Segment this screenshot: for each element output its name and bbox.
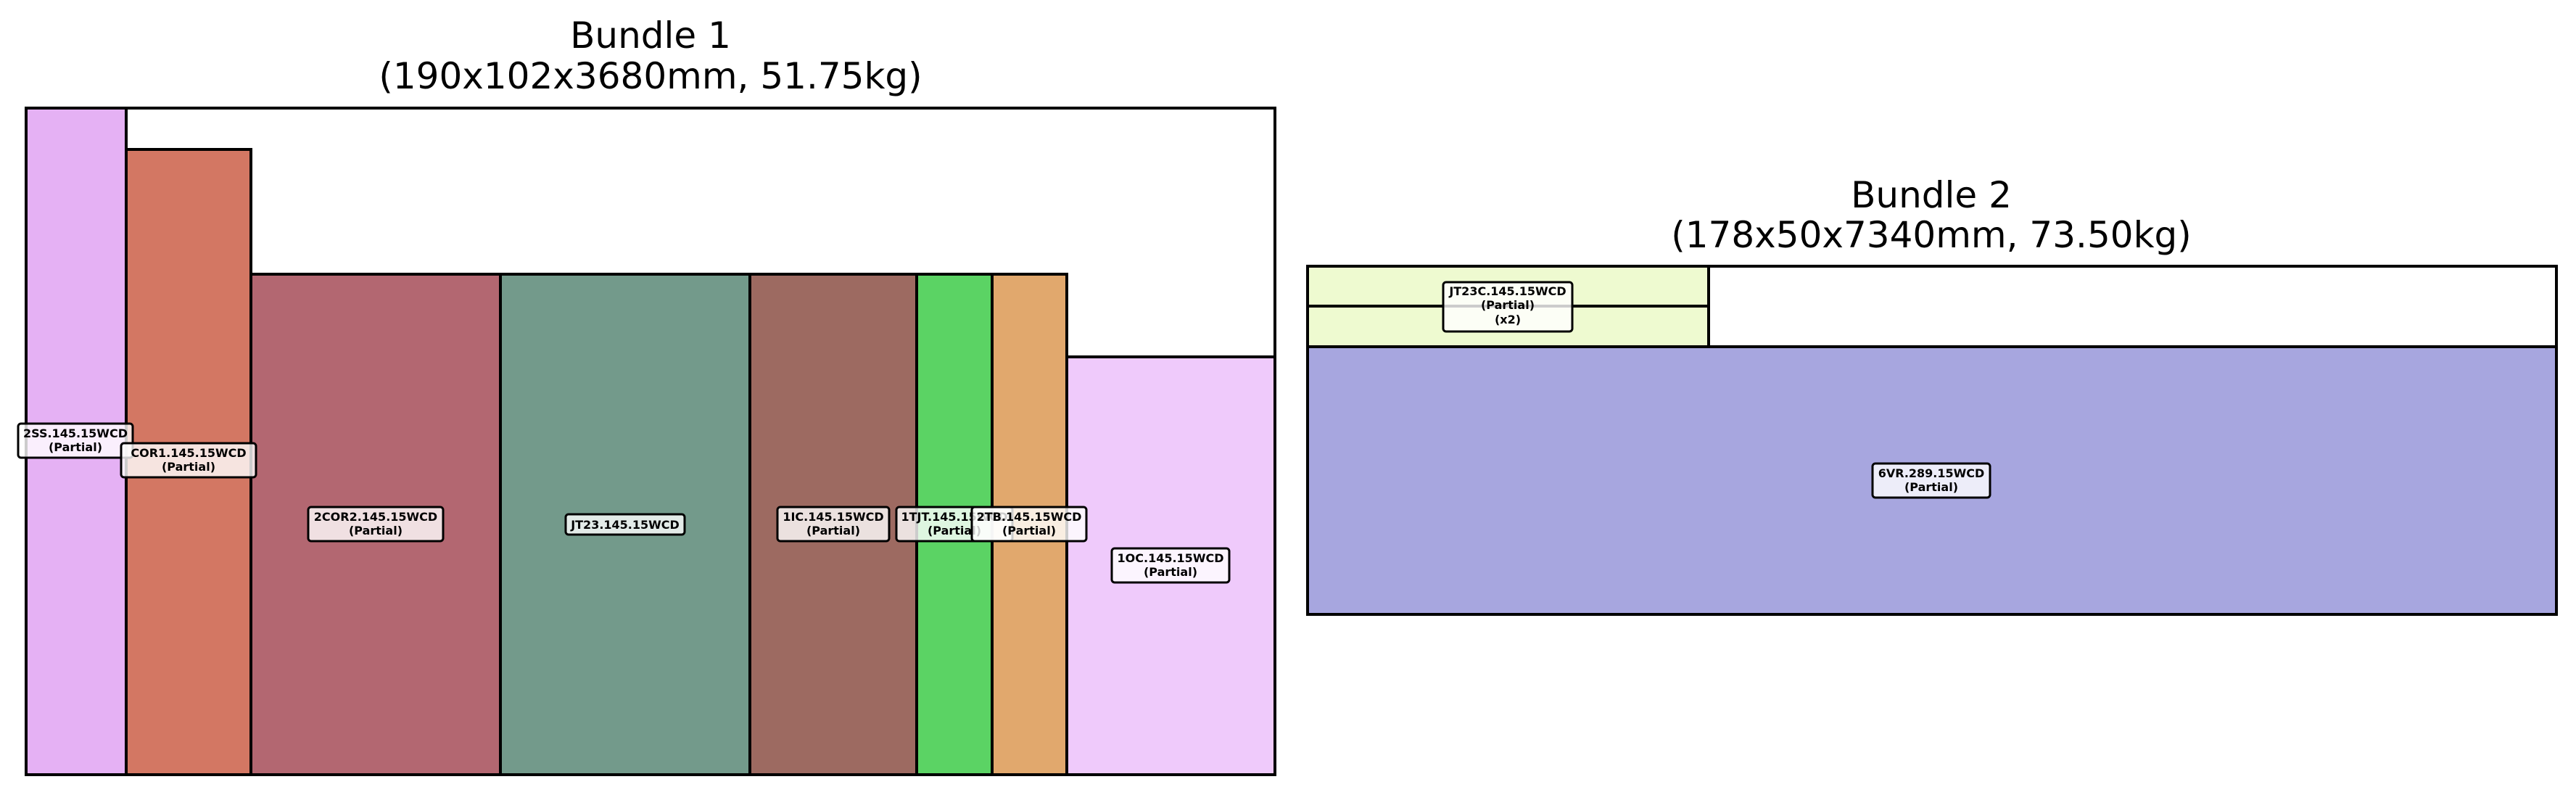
bundle-1-label-2ss: 2SS.145.15WCD (Partial) [17, 422, 134, 459]
bundle-1-label-jt23: JT23.145.15WCD [564, 513, 686, 536]
svg-text:JT23C.145.15WCD: JT23C.145.15WCD [1448, 284, 1566, 298]
svg-text:2COR2.145.15WCD: 2COR2.145.15WCD [314, 510, 437, 524]
bundle-1-subtitle: (190x102x3680mm, 51.75kg) [379, 55, 922, 97]
svg-text:(Partial): (Partial) [1002, 524, 1056, 537]
svg-text:(Partial): (Partial) [1481, 298, 1535, 312]
bundle-1-label-cor1: COR1.145.15WCD (Partial) [120, 442, 257, 479]
svg-text:(Partial): (Partial) [49, 440, 102, 454]
svg-text:(Partial): (Partial) [806, 524, 860, 537]
svg-text:(x2): (x2) [1495, 313, 1521, 326]
bundle-1-label-2tb: 2TB.145.15WCD (Partial) [970, 506, 1088, 543]
svg-text:(Partial): (Partial) [162, 460, 215, 474]
bundle-1-title: Bundle 1 [570, 15, 731, 57]
svg-text:1IC.145.15WCD: 1IC.145.15WCD [783, 510, 883, 524]
bundle-1-label-2cor2: 2COR2.145.15WCD (Partial) [307, 506, 445, 543]
svg-text:(Partial): (Partial) [1904, 480, 1958, 494]
svg-text:(Partial): (Partial) [928, 524, 981, 537]
bundle-2-title: Bundle 2 [1851, 174, 2012, 216]
bundle-1-label-1oc: 1OC.145.15WCD (Partial) [1110, 547, 1231, 584]
svg-text:COR1.145.15WCD: COR1.145.15WCD [131, 446, 246, 460]
svg-text:JT23.145.15WCD: JT23.145.15WCD [570, 518, 680, 532]
bundle-2-subtitle: (178x50x7340mm, 73.50kg) [1671, 214, 2192, 256]
svg-text:6VR.289.15WCD: 6VR.289.15WCD [1878, 466, 1985, 480]
bundle-2: Bundle 2 (178x50x7340mm, 73.50kg) JT23C.… [1306, 174, 2558, 616]
svg-text:(Partial): (Partial) [349, 524, 402, 537]
bundle-2-label-6vr: 6VR.289.15WCD (Partial) [1871, 462, 1991, 499]
svg-text:(Partial): (Partial) [1144, 565, 1197, 579]
bundle-2-label-jt23c: JT23C.145.15WCD (Partial) (x2) [1442, 281, 1574, 333]
bundle-1-label-1ic: 1IC.145.15WCD (Partial) [776, 506, 891, 543]
svg-text:2SS.145.15WCD: 2SS.145.15WCD [23, 427, 128, 440]
svg-text:2TB.145.15WCD: 2TB.145.15WCD [977, 510, 1082, 524]
bundle-1: Bundle 1 (190x102x3680mm, 51.75kg) 2SS.1… [17, 15, 1276, 776]
svg-text:1OC.145.15WCD: 1OC.145.15WCD [1118, 551, 1224, 565]
